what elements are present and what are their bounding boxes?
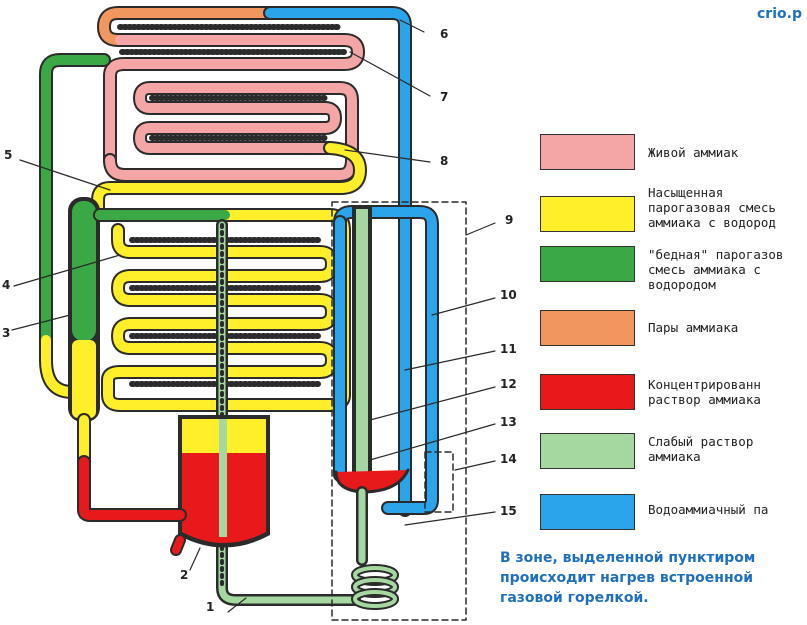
site-label: crio.p [757, 6, 802, 22]
callout-15: 15 [500, 504, 517, 518]
note-line-1: В зоне, выделенной пунктиром [500, 550, 756, 566]
callout-4: 4 [2, 278, 11, 292]
heating-zone-note: В зоне, выделенной пунктиром происходит … [500, 548, 755, 608]
callout-7: 7 [440, 90, 449, 104]
callout-5: 5 [4, 148, 13, 162]
legend-swatch-weak-solution [540, 433, 635, 469]
note-line-3: газовой горелкой. [500, 590, 649, 606]
legend-label-ammonia-vapor: Пары аммиака [648, 320, 739, 335]
vapor-line [263, 6, 412, 517]
gas-line [91, 141, 367, 222]
legend-label-water-ammonia: Водоаммиачный па [648, 502, 769, 517]
note-line-2: происходит нагрев встроенной [500, 570, 754, 586]
condenser-coil [97, 6, 365, 167]
callout-13: 13 [500, 415, 517, 429]
callout-11: 11 [500, 342, 517, 356]
callout-6: 6 [440, 27, 449, 41]
legend-swatch-ammonia-vapor [540, 310, 635, 346]
callout-12: 12 [500, 377, 517, 391]
legend-swatch-concentrated-solution [540, 374, 635, 410]
legend-swatch-water-ammonia [540, 494, 635, 530]
absorber-pot [170, 415, 270, 556]
callout-9: 9 [505, 213, 514, 227]
legend-swatch-live-ammonia [540, 134, 635, 170]
leader-lines [11, 19, 496, 613]
callout-2: 2 [180, 568, 189, 582]
callout-14: 14 [500, 452, 517, 466]
legend-label-live-ammonia: Живой аммиак [648, 145, 739, 160]
callout-1: 1 [206, 600, 215, 614]
burner-zone-outline [424, 451, 454, 513]
legend-label-lean-mix: "бедная" парогазов смесь аммиака с водор… [648, 247, 784, 292]
legend-label-saturated-mix: Насыщенная парогазовая смесь аммиака с в… [648, 185, 776, 230]
legend-label-weak-solution: Слабый раствор аммиака [648, 434, 754, 464]
callout-8: 8 [440, 154, 449, 168]
rich-solution-line [77, 455, 187, 522]
generator [333, 205, 439, 610]
legend-swatch-saturated-mix [540, 196, 635, 232]
evaporator-coil [103, 81, 359, 182]
legend-swatch-lean-mix [540, 246, 635, 282]
heating-zone-outline [331, 201, 467, 621]
absorber-vessel [68, 197, 100, 469]
legend-label-concentrated-solution: Концентрированн раствор аммиака [648, 377, 761, 407]
callout-10: 10 [500, 288, 517, 302]
callout-3: 3 [2, 326, 11, 340]
